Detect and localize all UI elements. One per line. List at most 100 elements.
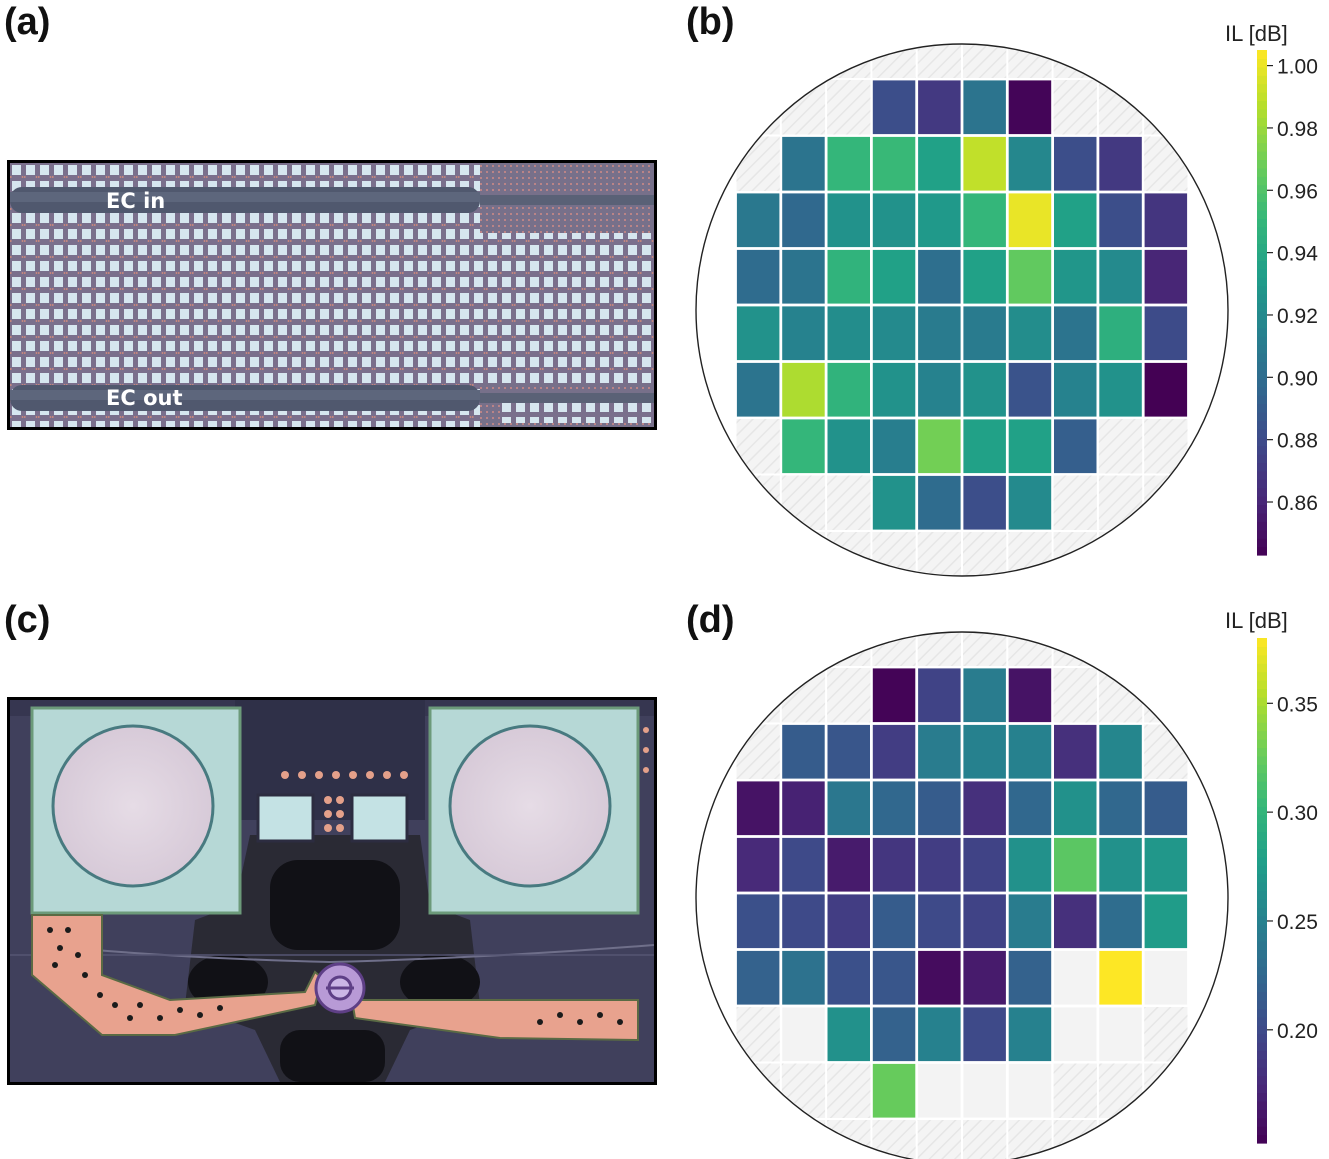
- die-cell: [780, 305, 826, 362]
- colorbar-segment: [1257, 1042, 1267, 1052]
- empty-die: [963, 633, 1007, 666]
- empty-die: [1053, 532, 1097, 575]
- colorbar-segment: [1257, 764, 1267, 774]
- empty-die: [736, 950, 780, 1005]
- colorbar-segment: [1257, 840, 1267, 850]
- colorbar-tick-label: 0.96: [1277, 180, 1318, 203]
- empty-die: [872, 475, 916, 530]
- die-cell: [962, 1006, 1008, 1063]
- die-cell: [780, 836, 826, 893]
- colorbar-segment: [1257, 789, 1267, 799]
- die-cell: [1143, 893, 1189, 950]
- empty-die: [827, 362, 871, 417]
- die-cell: [916, 474, 962, 531]
- colorbar-segment: [1257, 915, 1267, 925]
- colorbar-segment: [1257, 268, 1267, 278]
- colorbar-segment: [1257, 1067, 1267, 1077]
- colorbar-segment: [1257, 437, 1267, 447]
- colorbar-segment: [1257, 302, 1267, 312]
- empty-die: [1008, 45, 1052, 78]
- die-cell: [1098, 192, 1143, 249]
- empty-die: [963, 532, 1007, 575]
- empty-die: [736, 633, 780, 666]
- colorbar-segment: [1257, 966, 1267, 976]
- die-cell: [916, 135, 962, 192]
- empty-die: [872, 837, 916, 892]
- die-cell: [871, 780, 917, 837]
- blank-die-cell: [780, 1006, 826, 1063]
- empty-die: [1098, 45, 1143, 78]
- colorbar-segment: [1257, 638, 1267, 648]
- empty-die: [1053, 136, 1097, 191]
- empty-die: [736, 80, 780, 135]
- colorbar-segment: [1257, 730, 1267, 740]
- empty-die: [1144, 45, 1188, 78]
- empty-die: [1098, 724, 1143, 779]
- empty-die: [827, 724, 871, 779]
- empty-die: [1098, 1120, 1143, 1159]
- die-cell: [1098, 723, 1143, 780]
- empty-die: [1098, 668, 1143, 723]
- die-cell: [962, 949, 1008, 1006]
- empty-die: [736, 1120, 780, 1159]
- empty-die: [872, 249, 916, 304]
- die-cell: [871, 474, 917, 531]
- empty-die: [1008, 894, 1052, 949]
- empty-die: [963, 475, 1007, 530]
- colorbar-segment: [1257, 428, 1267, 438]
- colorbar-segment: [1257, 932, 1267, 942]
- empty-die: [1053, 249, 1097, 304]
- colorbar-tick-label: 0.90: [1277, 367, 1318, 390]
- empty-die: [917, 362, 961, 417]
- colorbar-segment: [1257, 470, 1267, 480]
- empty-die: [963, 1007, 1007, 1062]
- empty-die: [917, 1007, 961, 1062]
- die-cell: [1098, 361, 1143, 418]
- empty-die: [917, 419, 961, 474]
- empty-die: [1053, 80, 1097, 135]
- empty-die: [736, 724, 780, 779]
- empty-die: [736, 781, 780, 836]
- colorbar-segment: [1257, 479, 1267, 489]
- die-cell: [780, 723, 826, 780]
- colorbar-segment: [1257, 75, 1267, 85]
- colorbar-segment: [1257, 226, 1267, 236]
- wafer-outline: [695, 43, 1229, 577]
- colorbar-segment: [1257, 983, 1267, 993]
- die-cell: [871, 135, 917, 192]
- die-cell: [1143, 248, 1189, 305]
- die-cell: [1007, 1006, 1053, 1063]
- empty-die: [1098, 80, 1143, 135]
- empty-die: [917, 894, 961, 949]
- die-cell: [826, 723, 872, 780]
- empty-die: [872, 193, 916, 248]
- colorbar-segment: [1257, 327, 1267, 337]
- empty-die: [1144, 475, 1188, 530]
- colorbar-segment: [1257, 865, 1267, 875]
- die-cell: [916, 192, 962, 249]
- die-cell: [916, 667, 962, 724]
- colorbar-segment: [1257, 125, 1267, 135]
- empty-die: [872, 724, 916, 779]
- empty-die: [1008, 249, 1052, 304]
- die-cell: [1098, 780, 1143, 837]
- empty-die: [872, 950, 916, 1005]
- colorbar-segment: [1257, 134, 1267, 144]
- die-cell: [780, 893, 826, 950]
- empty-die: [917, 136, 961, 191]
- die-cell: [871, 723, 917, 780]
- colorbar-segment: [1257, 512, 1267, 522]
- colorbar-label-d: IL [dB]: [1225, 608, 1288, 633]
- colorbar-segment: [1257, 386, 1267, 396]
- colorbar-segment: [1257, 680, 1267, 690]
- die-cell: [826, 135, 872, 192]
- colorbar-segment: [1257, 504, 1267, 514]
- die-cell: [826, 192, 872, 249]
- empty-die: [781, 419, 826, 474]
- empty-die: [1144, 1007, 1188, 1062]
- empty-die: [963, 136, 1007, 191]
- empty-die: [917, 633, 961, 666]
- colorbar-segment: [1257, 50, 1267, 60]
- blank-die-cell: [916, 1062, 962, 1119]
- empty-die: [963, 419, 1007, 474]
